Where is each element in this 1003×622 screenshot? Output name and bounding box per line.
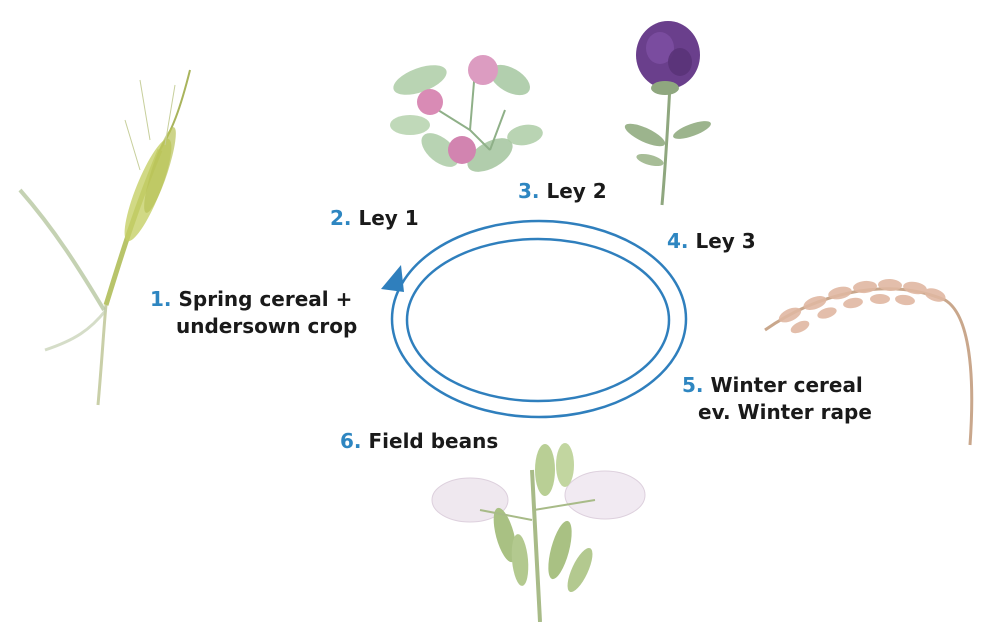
step-2-label: 2. Ley 1 (330, 205, 419, 232)
step-1-line1: Spring cereal + (178, 287, 352, 311)
step-5-line1: Winter cereal (710, 373, 862, 397)
step-2-number: 2. (330, 206, 352, 230)
step-4-number: 4. (667, 229, 689, 253)
step-4-line1: Ley 3 (695, 229, 755, 253)
cycle-arrowhead-icon (381, 265, 404, 292)
step-5-label: 5. Winter cereal ev. Winter rape (682, 372, 872, 426)
step-3-label: 3. Ley 2 (518, 178, 607, 205)
field-bean-illustration (420, 440, 660, 622)
red-clover-illustration (380, 40, 550, 200)
step-6-line1: Field beans (368, 429, 498, 453)
step-1-line2: undersown crop (150, 314, 357, 338)
barley-illustration (0, 60, 220, 410)
step-4-label: 4. Ley 3 (667, 228, 756, 255)
step-3-number: 3. (518, 179, 540, 203)
step-5-line2: ev. Winter rape (682, 400, 872, 424)
step-1-number: 1. (150, 287, 172, 311)
step-2-line1: Ley 1 (358, 206, 418, 230)
step-3-line1: Ley 2 (546, 179, 606, 203)
step-6-label: 6. Field beans (340, 428, 498, 455)
step-6-number: 6. (340, 429, 362, 453)
step-1-label: 1. Spring cereal + undersown crop (150, 286, 357, 340)
lucerne-illustration (610, 10, 720, 210)
rotation-cycle-ring (380, 210, 700, 430)
step-5-number: 5. (682, 373, 704, 397)
